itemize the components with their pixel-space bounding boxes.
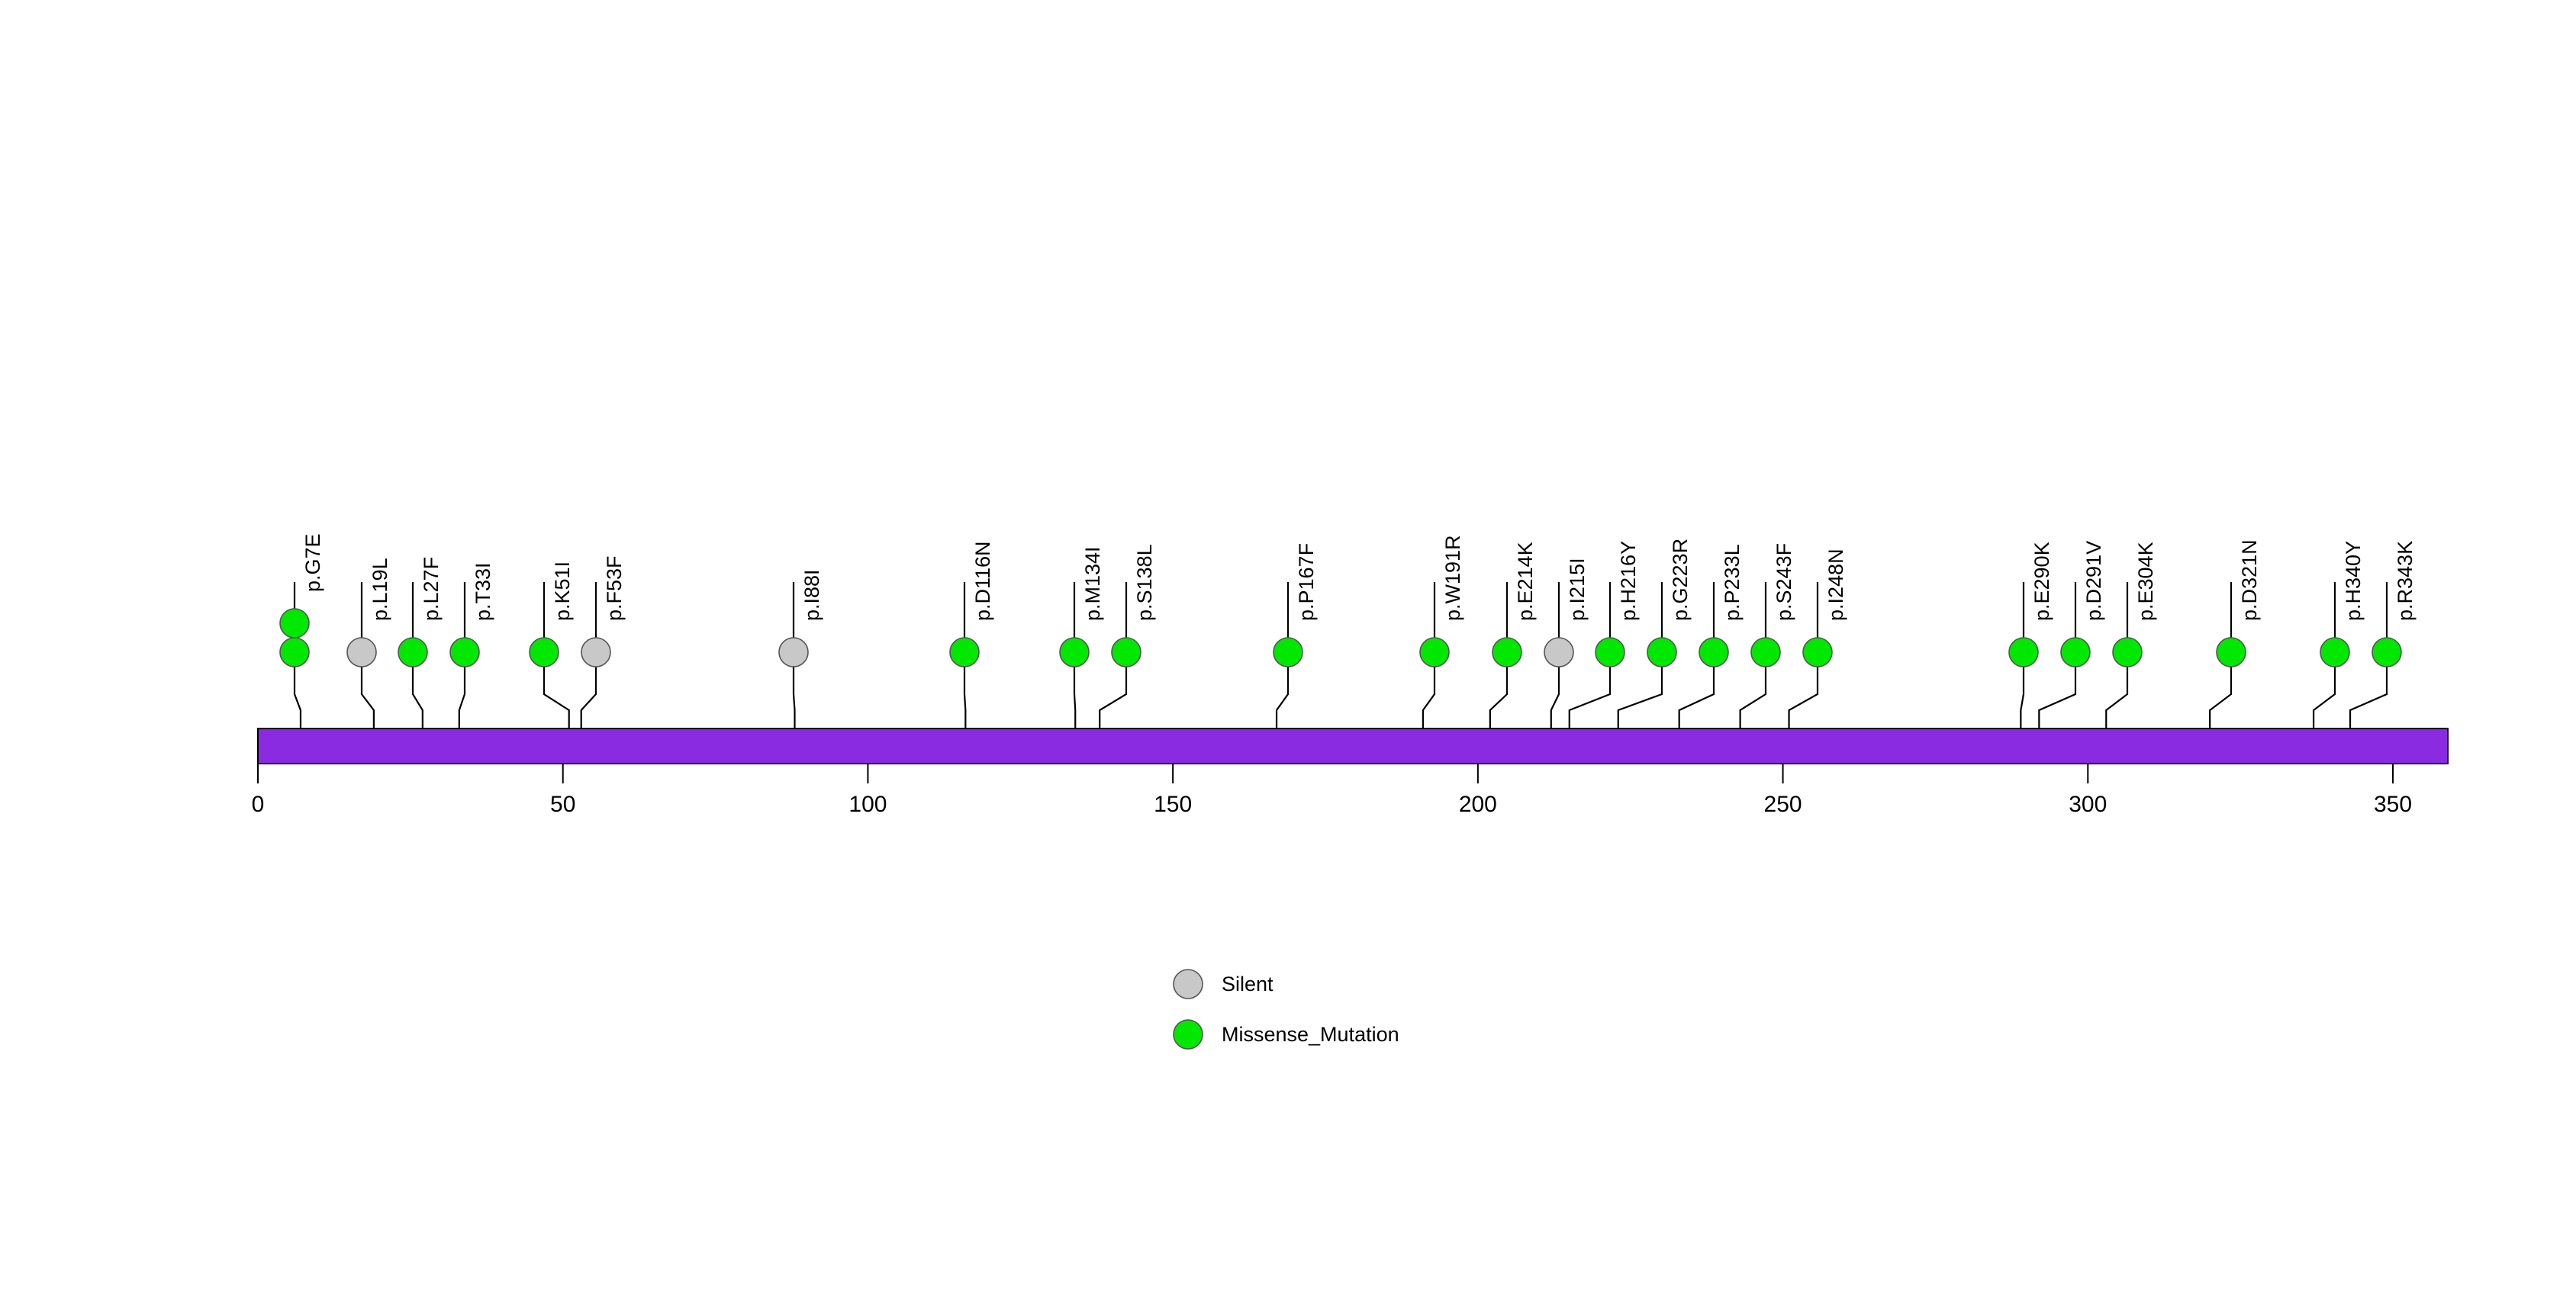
- protein-backbone-layer: [257, 728, 2449, 764]
- legend-label: Silent: [1222, 973, 1274, 995]
- mutation-marker[interactable]: [346, 637, 377, 667]
- mutation-marker[interactable]: [2320, 637, 2350, 667]
- mutation-label: p.S138L: [1133, 544, 1156, 621]
- mutation-marker[interactable]: [279, 608, 310, 638]
- mutation-label: p.M134I: [1081, 546, 1104, 621]
- mutation-marker[interactable]: [2216, 637, 2246, 667]
- mutation-label: p.H340Y: [2342, 540, 2365, 621]
- axis-tick-label: 0: [251, 792, 265, 817]
- axis-tick-label: 200: [1458, 792, 1497, 817]
- mutation-marker[interactable]: [2112, 637, 2143, 667]
- legend-marker: [1173, 969, 1203, 999]
- mutation-marker[interactable]: [581, 637, 611, 667]
- legend-label: Missense_Mutation: [1222, 1023, 1399, 1046]
- mutation-label: p.T33I: [472, 562, 494, 621]
- axis-tick-label: 50: [550, 792, 576, 817]
- mutation-marker[interactable]: [1750, 637, 1781, 667]
- mutation-marker[interactable]: [1419, 637, 1450, 667]
- mutation-label: p.E304K: [2134, 542, 2157, 621]
- mutation-marker[interactable]: [1802, 637, 1833, 667]
- mutation-marker[interactable]: [1544, 637, 1574, 667]
- mutation-label: p.D291V: [2082, 540, 2105, 621]
- mutation-marker[interactable]: [949, 637, 980, 667]
- legend-markers-layer: [1173, 969, 1203, 1050]
- mutation-label: p.P233L: [1721, 544, 1744, 621]
- protein-backbone-bar: [257, 728, 2449, 764]
- mutation-markers-layer: [279, 608, 2402, 667]
- axis-tick-label: 100: [848, 792, 887, 817]
- mutation-marker[interactable]: [1273, 637, 1303, 667]
- mutation-label: p.E290K: [2030, 542, 2053, 621]
- mutation-label: p.I215I: [1566, 558, 1589, 621]
- mutation-marker[interactable]: [2372, 637, 2402, 667]
- mutation-marker[interactable]: [1111, 637, 1141, 667]
- mutation-marker[interactable]: [1647, 637, 1677, 667]
- mutation-label: p.W191R: [1441, 535, 1464, 621]
- mutation-label: p.S243F: [1773, 542, 1795, 621]
- mutation-label: p.K51I: [551, 561, 574, 621]
- mutation-label: p.H216Y: [1617, 540, 1640, 621]
- mutation-marker[interactable]: [1492, 637, 1522, 667]
- mutation-marker[interactable]: [279, 637, 310, 667]
- mutation-marker[interactable]: [1595, 637, 1625, 667]
- axis-ticks-layer: [257, 764, 2394, 783]
- mutation-label: p.I248N: [1824, 548, 1847, 621]
- mutation-label: p.D321N: [2238, 539, 2261, 621]
- mutation-marker[interactable]: [529, 637, 559, 667]
- axis-tick-label: 250: [1763, 792, 1802, 817]
- mutation-marker[interactable]: [2060, 637, 2091, 667]
- mutation-label: p.I88I: [800, 569, 823, 621]
- legend-marker: [1173, 1019, 1203, 1050]
- mutation-marker[interactable]: [2008, 637, 2039, 667]
- mutation-label: p.D116N: [971, 541, 994, 621]
- mutation-marker[interactable]: [1059, 637, 1090, 667]
- axis-tick-label: 350: [2373, 792, 2413, 817]
- mutation-label: p.R343K: [2394, 540, 2417, 621]
- mutation-marker[interactable]: [449, 637, 480, 667]
- axis-tick-label: 300: [2069, 792, 2107, 817]
- mutation-marker[interactable]: [398, 637, 428, 667]
- mutation-marker[interactable]: [1699, 637, 1729, 667]
- mutation-label: p.L27F: [420, 556, 443, 621]
- mutation-label: p.G223R: [1669, 538, 1692, 621]
- mutation-label: p.F53F: [603, 555, 626, 621]
- axis-tick-label: 150: [1154, 792, 1193, 817]
- mutation-label: p.G7E: [301, 533, 324, 592]
- mutation-marker[interactable]: [778, 637, 809, 667]
- mutation-label: p.E214K: [1514, 542, 1537, 621]
- mutation-label: p.L19L: [369, 558, 391, 621]
- mutation-label: p.P167F: [1295, 542, 1318, 621]
